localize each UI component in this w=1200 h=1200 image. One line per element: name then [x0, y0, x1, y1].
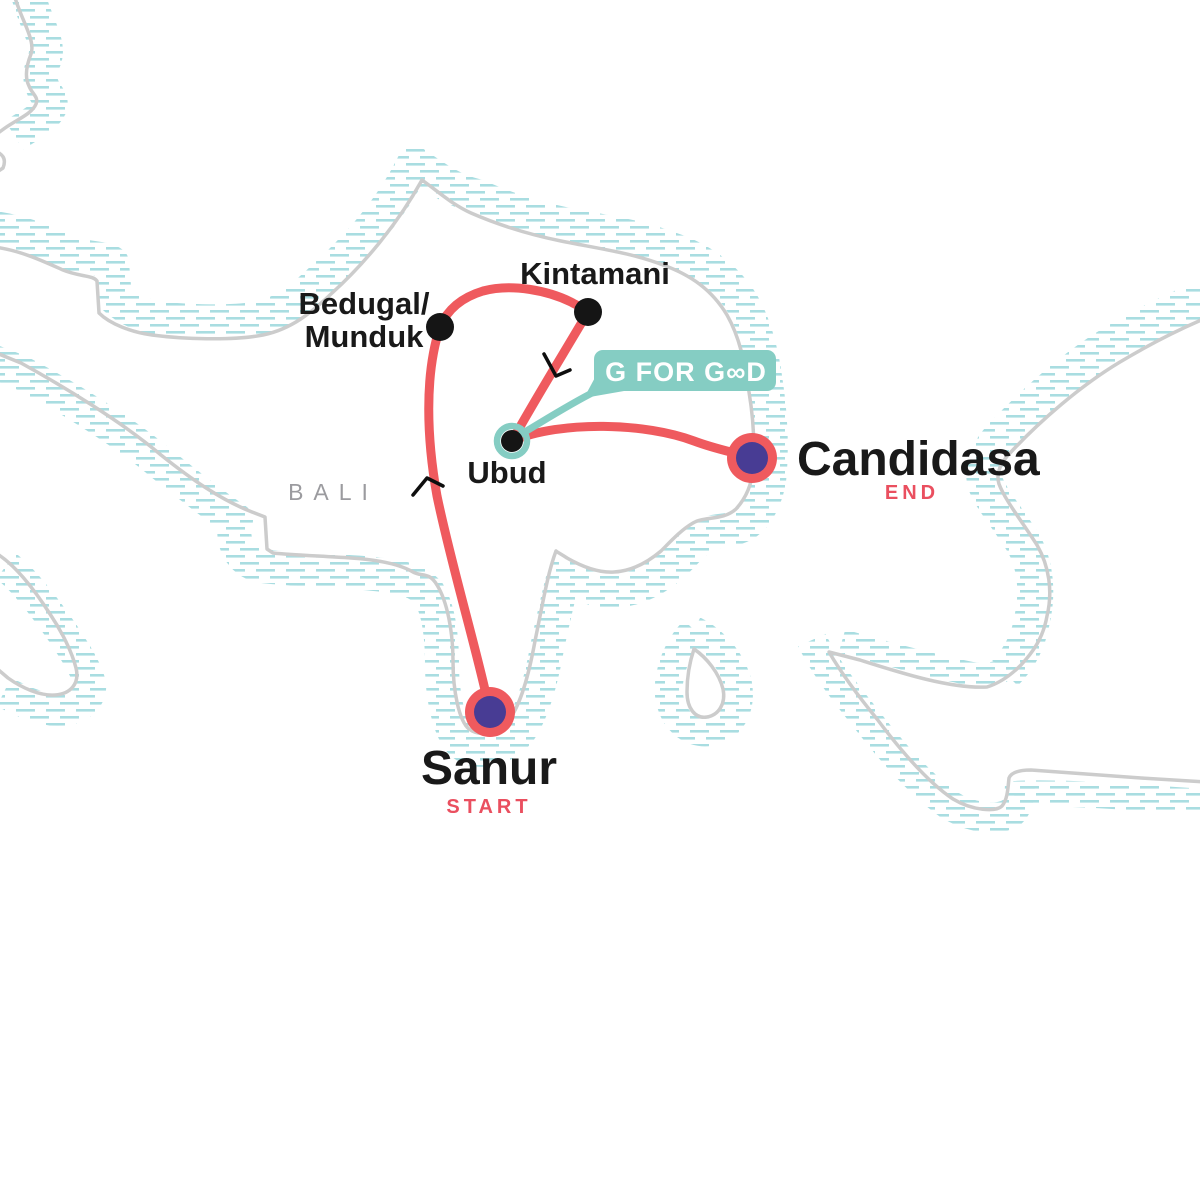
place-labels: Kintamani Bedugal/ Munduk Ubud Candidasa… [299, 256, 1041, 818]
marker-sanur-core [474, 696, 506, 728]
callout-badge-label: G FOR G∞D [605, 357, 767, 387]
route-kintamani-to-ubud [507, 307, 593, 446]
marker-candidasa-core [736, 442, 768, 474]
marker-kintamani [574, 298, 602, 326]
coast-java-northwest-spur [0, 151, 7, 173]
hatch-islet-ring [654, 617, 753, 747]
label-sanur: Sanur [421, 742, 557, 795]
label-kintamani: Kintamani [520, 256, 670, 291]
label-candidasa-end: END [885, 482, 939, 504]
label-candidasa: Candidasa [797, 433, 1040, 486]
marker-sanur-start [465, 687, 515, 737]
coastlines [0, 0, 1200, 812]
hatch-java-southwest [0, 553, 107, 726]
hatch-java-northwest [4, 0, 68, 150]
route-markers [426, 298, 777, 737]
hatch-bali-ring [0, 146, 788, 767]
coast-lombok-penida [827, 318, 1200, 812]
coast-java-northwest [0, 0, 39, 134]
hatch-southeast-channel [1013, 780, 1200, 815]
hatch-penida-north [838, 629, 1019, 687]
coast-bali-island [0, 178, 756, 735]
coast-islet [685, 647, 726, 719]
hatch-lombok-west [966, 281, 1200, 686]
label-sanur-start: START [446, 796, 531, 818]
label-ubud: Ubud [467, 455, 546, 490]
marker-ubud-dot [501, 430, 523, 452]
marker-ubud-ring [493, 422, 531, 460]
coast-java-southwest [0, 553, 79, 697]
marker-bedugal-munduk [426, 313, 454, 341]
label-bedugal-line1: Bedugal/ [299, 286, 430, 321]
direction-arrow-southwest [542, 352, 572, 378]
water-hatching [0, 0, 1200, 833]
callout-badge [594, 350, 776, 391]
marker-ubud [493, 422, 531, 460]
route-ubud-to-candidasa [507, 421, 757, 463]
label-bedugal-line2: Munduk [305, 319, 425, 354]
region-label-bali: BALI [288, 479, 378, 505]
direction-arrow-north [411, 476, 445, 497]
hatch-penida-south [798, 633, 1035, 833]
marker-candidasa-end [727, 433, 777, 483]
